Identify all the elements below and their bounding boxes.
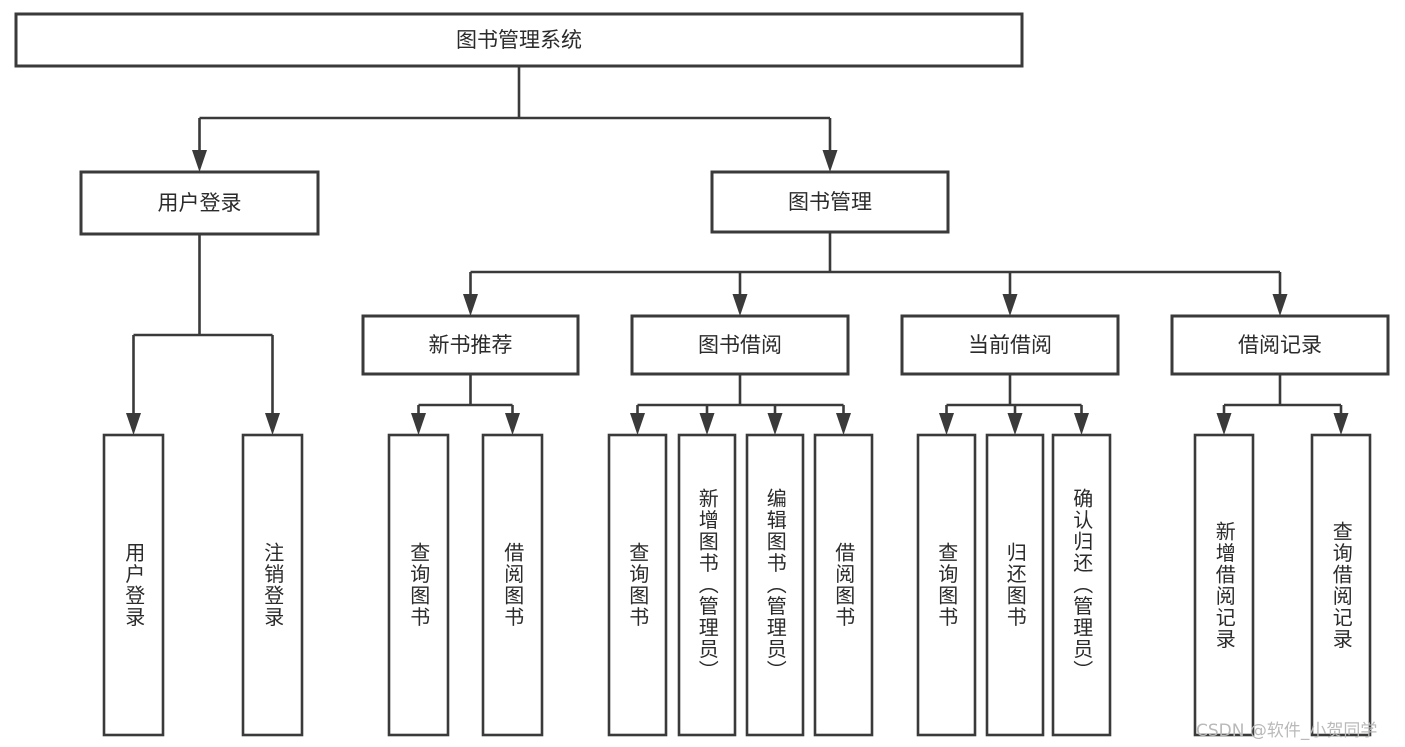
arrow-to-level3-3	[1272, 294, 1288, 316]
arrow-to-leaf-3-0	[939, 413, 954, 435]
arrow-to-leaf-1-1	[505, 413, 520, 435]
node-label-level2-0: 用户登录	[158, 191, 242, 215]
arrow-to-leaf-1-0	[411, 413, 426, 435]
arrow-to-leaf-0-1	[265, 413, 280, 435]
node-box-leaf-7[interactable]	[813, 433, 874, 737]
csdn-watermark: CSDN @软件_小贺同学	[1196, 721, 1378, 741]
node-box-leaf-12[interactable]	[1310, 433, 1372, 737]
node-box-leaf-9[interactable]	[985, 433, 1045, 737]
node-box-leaf-1[interactable]	[241, 433, 304, 737]
arrow-to-level2-0	[192, 150, 207, 172]
arrow-to-level3-0	[463, 294, 478, 316]
arrow-to-leaf-2-3	[836, 413, 851, 435]
arrow-to-leaf-3-2	[1074, 413, 1089, 435]
node-label-level2-1: 图书管理	[788, 190, 872, 214]
node-label-level3-0: 新书推荐	[429, 333, 513, 357]
node-box-level3-3[interactable]	[1170, 314, 1390, 376]
arrow-to-leaf-4-0	[1216, 413, 1232, 435]
arrow-to-level3-2	[1002, 294, 1018, 316]
node-label-root: 图书管理系统	[456, 28, 582, 52]
node-box-leaf-3[interactable]	[481, 433, 544, 737]
node-label-level3-1: 图书借阅	[698, 333, 782, 357]
node-box-leaf-2[interactable]	[387, 433, 450, 737]
node-box-level2-1[interactable]	[710, 170, 950, 234]
arrow-to-leaf-3-1	[1007, 413, 1023, 435]
arrow-to-level2-1	[822, 150, 838, 172]
arrow-to-leaf-2-2	[767, 413, 783, 435]
node-box-leaf-11[interactable]	[1193, 433, 1255, 737]
arrow-to-leaf-0-0	[126, 413, 141, 435]
node-box-level3-2[interactable]	[900, 314, 1120, 376]
arrow-to-leaf-4-1	[1333, 413, 1349, 435]
node-label-level3-2: 当前借阅	[968, 333, 1052, 357]
arrow-to-level3-1	[732, 294, 748, 316]
node-box-leaf-6[interactable]	[745, 433, 805, 737]
node-box-leaf-0[interactable]	[102, 433, 165, 737]
node-box-leaf-4[interactable]	[607, 433, 668, 737]
node-box-level3-0[interactable]	[361, 314, 580, 376]
node-box-leaf-10[interactable]	[1051, 433, 1112, 737]
node-label-level3-3: 借阅记录	[1238, 333, 1322, 357]
node-box-level2-0[interactable]	[79, 170, 320, 236]
arrow-to-leaf-2-0	[630, 413, 645, 435]
node-box-leaf-8[interactable]	[916, 433, 977, 737]
arrow-to-leaf-2-1	[699, 413, 715, 435]
node-box-level3-1[interactable]	[630, 314, 850, 376]
box-layer	[14, 12, 1390, 737]
node-box-root[interactable]	[14, 12, 1024, 68]
node-box-leaf-5[interactable]	[677, 433, 737, 737]
connector-layer	[126, 66, 1349, 435]
